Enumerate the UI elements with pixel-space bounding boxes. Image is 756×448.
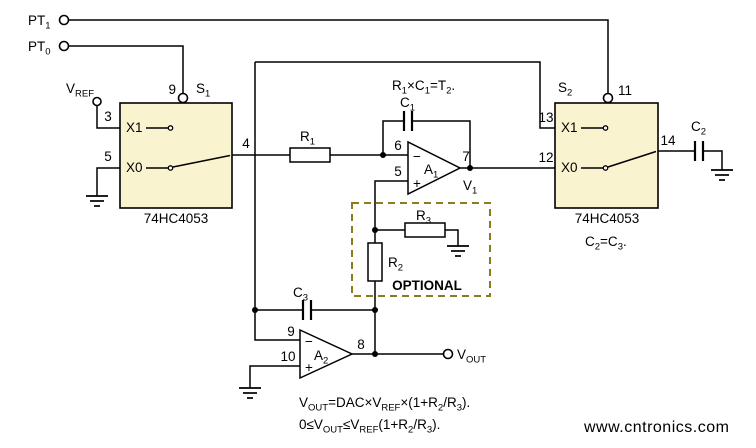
a2-triangle (299, 328, 354, 380)
opamp-a1: − + A1 6 5 7 V1 (394, 138, 477, 197)
a2-label: A2 (314, 348, 328, 367)
wire-c1-right (412, 120, 471, 168)
resistor-r3 (404, 222, 446, 238)
c2-equals-c3-note: C2=C3. (585, 234, 627, 253)
s1-pin3-label: 3 (104, 109, 112, 124)
c3-label: C3 (293, 285, 308, 304)
junction-dot (380, 152, 386, 158)
r2-label: R2 (388, 255, 403, 274)
s2-x0-label: X0 (561, 160, 578, 175)
wires (68, 19, 723, 388)
wire-feedback-to-pin13 (255, 61, 555, 129)
opamp-a2: − + A2 9 10 8 (280, 324, 365, 380)
s1-name-label: S1 (196, 81, 210, 100)
wire-c2-to-ground (703, 150, 723, 170)
s2-switch-arm (607, 150, 657, 168)
ground-s1 (86, 195, 108, 207)
wire-a2-plus-to-ground (249, 365, 300, 388)
ground-c2 (711, 169, 733, 181)
s1-x1-contact (167, 125, 174, 131)
vref-terminal (92, 96, 102, 107)
wire-pt0 (68, 45, 184, 94)
s1-pin9-terminal (177, 92, 189, 104)
wire-r3-to-ground (445, 229, 459, 246)
s2-pin11-label: 11 (618, 83, 632, 98)
switch-chip-s2: X1 X0 74HC4053 11 13 12 14 S2 C2=C3. (538, 80, 676, 253)
time-constant-formula: R1×C1=T2. (392, 78, 455, 97)
wire-c1-left (382, 120, 404, 155)
watermark-text: www.cntronics.com (583, 419, 729, 436)
s2-part-number: 74HC4053 (575, 211, 640, 226)
s1-x1-label: X1 (126, 120, 143, 135)
s2-x1-contact (602, 125, 609, 131)
a1-pin6-label: 6 (394, 138, 402, 153)
vout-equation: VOUT=DAC×VREF×(1+R2/R3). (299, 395, 470, 414)
wire-vref-to-pin3 (96, 106, 120, 129)
s2-pin12-label: 12 (538, 150, 553, 165)
vref-label: VREF (66, 81, 94, 100)
a1-label: A1 (424, 162, 438, 181)
junction-dot (467, 165, 473, 171)
c1-label: C1 (400, 95, 415, 114)
v1-node-label: V1 (463, 178, 477, 197)
optional-network: OPTIONAL (351, 202, 491, 297)
s2-pin14-label: 14 (660, 133, 676, 148)
s2-x1-label: X1 (561, 120, 578, 135)
a2-minus-sign: − (305, 334, 313, 349)
vout-terminal (442, 348, 454, 360)
junction-dot (372, 351, 378, 357)
ground-r3 (447, 245, 469, 257)
junction-dot (372, 227, 378, 233)
c2-label: C2 (691, 119, 706, 138)
ground-a2 (239, 387, 261, 399)
s2-pin13-label: 13 (538, 110, 553, 125)
a1-pin5-label: 5 (394, 164, 402, 179)
vout-range-equation: 0≤VOUT≤VREF(1+R2/R3). (299, 417, 440, 436)
s1-pin4-label: 4 (242, 136, 250, 151)
s1-part-number: 74HC4053 (144, 211, 209, 226)
s1-x0-label: X0 (126, 160, 143, 175)
wire-pt1 (68, 19, 609, 94)
a1-pin7-label: 7 (462, 149, 470, 164)
a1-plus-sign: + (413, 176, 421, 191)
junction-dot (252, 307, 258, 313)
a1-triangle (407, 140, 462, 196)
capacitors: C1 C2 C3 (293, 95, 706, 320)
a2-plus-sign: + (305, 360, 313, 375)
vout-label: VOUT (457, 347, 486, 366)
resistor-r2 (367, 242, 383, 282)
switch-chip-s1: X1 X0 74HC4053 9 3 5 4 S1 (104, 81, 250, 226)
s2-pin11-terminal (602, 92, 614, 104)
s2-body (554, 102, 659, 209)
a1-minus-sign: − (413, 149, 421, 164)
optional-label: OPTIONAL (392, 278, 462, 293)
wire-pin5-to-ground (96, 167, 120, 196)
s2-name-label: S2 (558, 80, 572, 99)
r1-label: R1 (300, 129, 315, 148)
optional-dashed-border (351, 202, 491, 297)
a2-pin10-label: 10 (280, 349, 295, 364)
a2-pin9-label: 9 (287, 324, 295, 339)
s1-switch-arm (172, 154, 231, 168)
pt0-terminal (58, 40, 70, 52)
wire-inverting-column (254, 62, 300, 341)
r3-label: R3 (416, 208, 431, 227)
annotations: R1×C1=T2. VOUT=DAC×VREF×(1+R2/R3). 0≤VOU… (299, 78, 729, 436)
s1-pin9-label: 9 (168, 82, 176, 97)
resistors: R1 R3 R2 (289, 129, 446, 282)
pt1-label: PT1 (28, 13, 51, 32)
resistor-r1 (289, 147, 331, 163)
junction-dot (372, 307, 378, 313)
terminals: PT1 PT0 VREF VOUT (28, 13, 486, 366)
s1-body (119, 102, 233, 209)
junction-dots (252, 152, 473, 357)
s1-pin5-label: 5 (104, 149, 112, 164)
pt0-label: PT0 (28, 39, 51, 58)
a2-pin8-label: 8 (357, 337, 365, 352)
s1-x0-contact (167, 165, 174, 171)
wire-a1-plus-input (374, 180, 408, 230)
pt1-terminal (58, 14, 70, 26)
s2-x0-contact (602, 165, 609, 171)
